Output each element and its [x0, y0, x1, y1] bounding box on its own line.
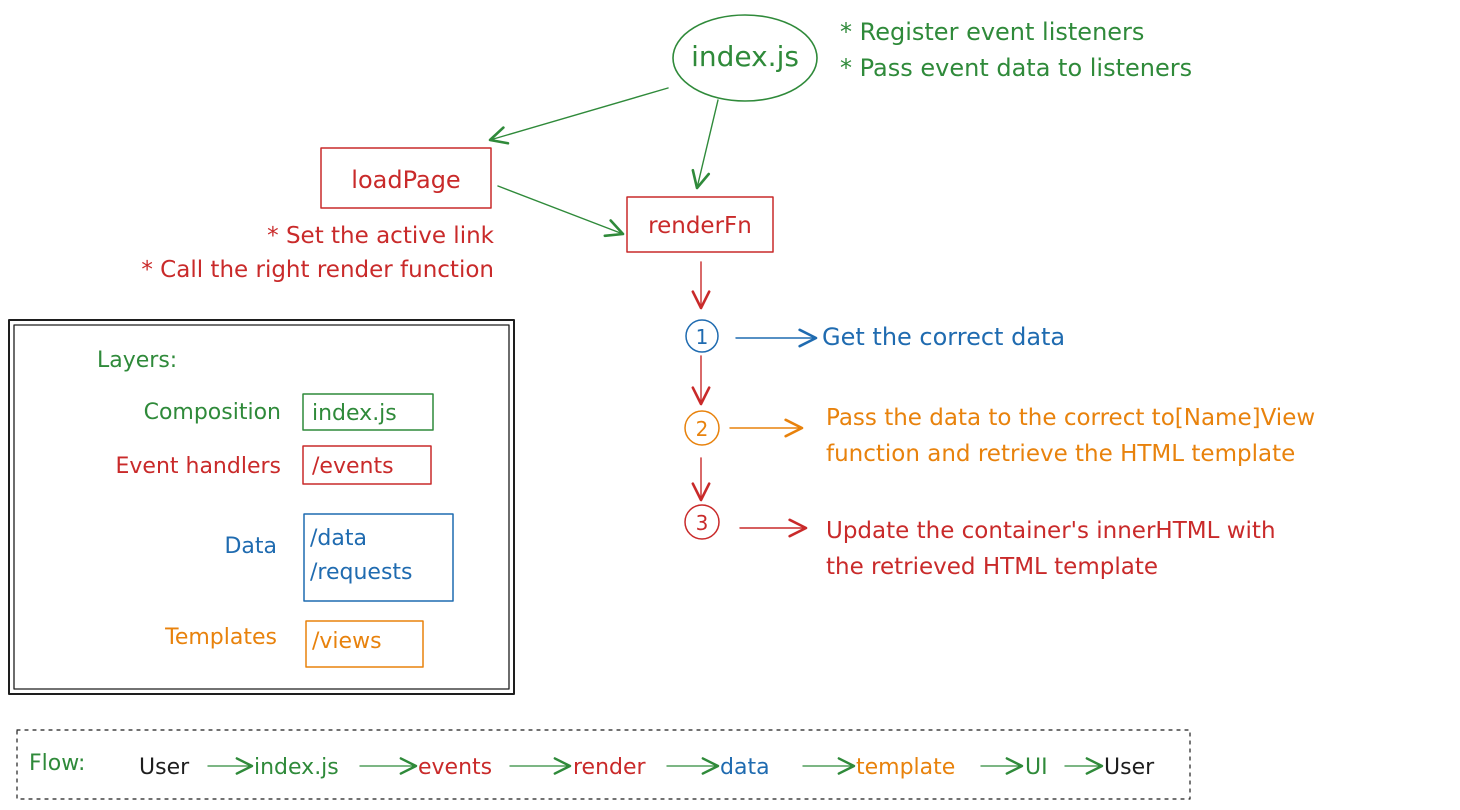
step-1-circle [685, 319, 719, 353]
step-2-text-line-1: Pass the data to the correct to[Name]Vie… [826, 405, 1315, 431]
flow-item-user-start: User [139, 755, 190, 780]
flow-bar: Flow: User index.js events render data t… [16, 729, 1191, 800]
index-js-label: index.js [691, 40, 799, 73]
step-3-text-line-2: the retrieved HTML template [826, 554, 1158, 580]
layer-events-box [302, 445, 432, 485]
index-js-ellipse [672, 14, 818, 102]
arrow-index-to-renderfn [691, 99, 719, 190]
flow-item-events: events [418, 755, 492, 780]
flow-item-index-js: index.js [254, 755, 339, 780]
layer-templates-item: /views [312, 629, 382, 654]
layers-panel-border-inner [13, 324, 510, 690]
layer-data-label: Data [224, 534, 277, 559]
render-fn-box [626, 196, 774, 253]
render-fn-node: renderFn [626, 196, 774, 253]
index-js-note-1: * Register event listeners [840, 18, 1144, 46]
layer-templates-label: Templates [164, 625, 277, 650]
step-2: 2 Pass the data to the correct to[Name]V… [684, 405, 1315, 467]
flow-item-data: data [720, 755, 770, 780]
layer-events-label: Event handlers [115, 454, 281, 479]
load-page-box [320, 147, 492, 209]
arrow-index-to-loadpage [488, 87, 669, 145]
load-page-notes: * Set the active link * Call the right r… [141, 223, 494, 283]
step-3-text-line-1: Update the container's innerHTML with [826, 518, 1276, 544]
index-js-notes: * Register event listeners * Pass event … [840, 18, 1192, 82]
step-1-text: Get the correct data [822, 323, 1065, 351]
arrow-loadpage-to-renderfn [497, 185, 625, 238]
layer-composition-label: Composition [144, 400, 281, 425]
flow-bar-border [16, 729, 1191, 800]
flow-item-template: template [856, 755, 955, 780]
step-3-circle [684, 504, 720, 540]
load-page-note-2: * Call the right render function [141, 257, 494, 283]
step-2-number: 2 [696, 417, 709, 441]
flow-item-user-end: User [1104, 755, 1155, 780]
step-1: 1 Get the correct data [685, 319, 1065, 353]
layer-events-item: /events [312, 454, 394, 479]
step-2-text-line-2: function and retrieve the HTML template [826, 441, 1295, 467]
layers-title: Layers: [97, 348, 177, 373]
layer-data-item-1: /data [310, 526, 367, 551]
load-page-note-1: * Set the active link [267, 223, 495, 249]
index-js-note-2: * Pass event data to listeners [840, 54, 1192, 82]
layers-panel-border-outer [8, 319, 515, 695]
layer-composition-box [302, 393, 434, 431]
load-page-label: loadPage [351, 166, 460, 194]
render-fn-label: renderFn [648, 213, 752, 239]
load-page-node: loadPage [320, 147, 492, 209]
layer-data-item-2: /requests [310, 560, 413, 585]
flow-item-render: render [573, 755, 647, 780]
flow-item-ui: UI [1025, 755, 1048, 780]
flow-label: Flow: [29, 751, 85, 776]
layers-panel: Layers: Composition index.js Event handl… [8, 319, 515, 695]
layer-data-box [303, 513, 454, 602]
step-3: 3 Update the container's innerHTML with … [684, 504, 1276, 580]
index-js-node: index.js [672, 14, 818, 102]
step-1-number: 1 [696, 325, 709, 349]
step-2-circle [684, 410, 720, 446]
layer-composition-item: index.js [312, 401, 397, 426]
step-3-number: 3 [696, 511, 709, 535]
layer-templates-box [305, 620, 424, 668]
